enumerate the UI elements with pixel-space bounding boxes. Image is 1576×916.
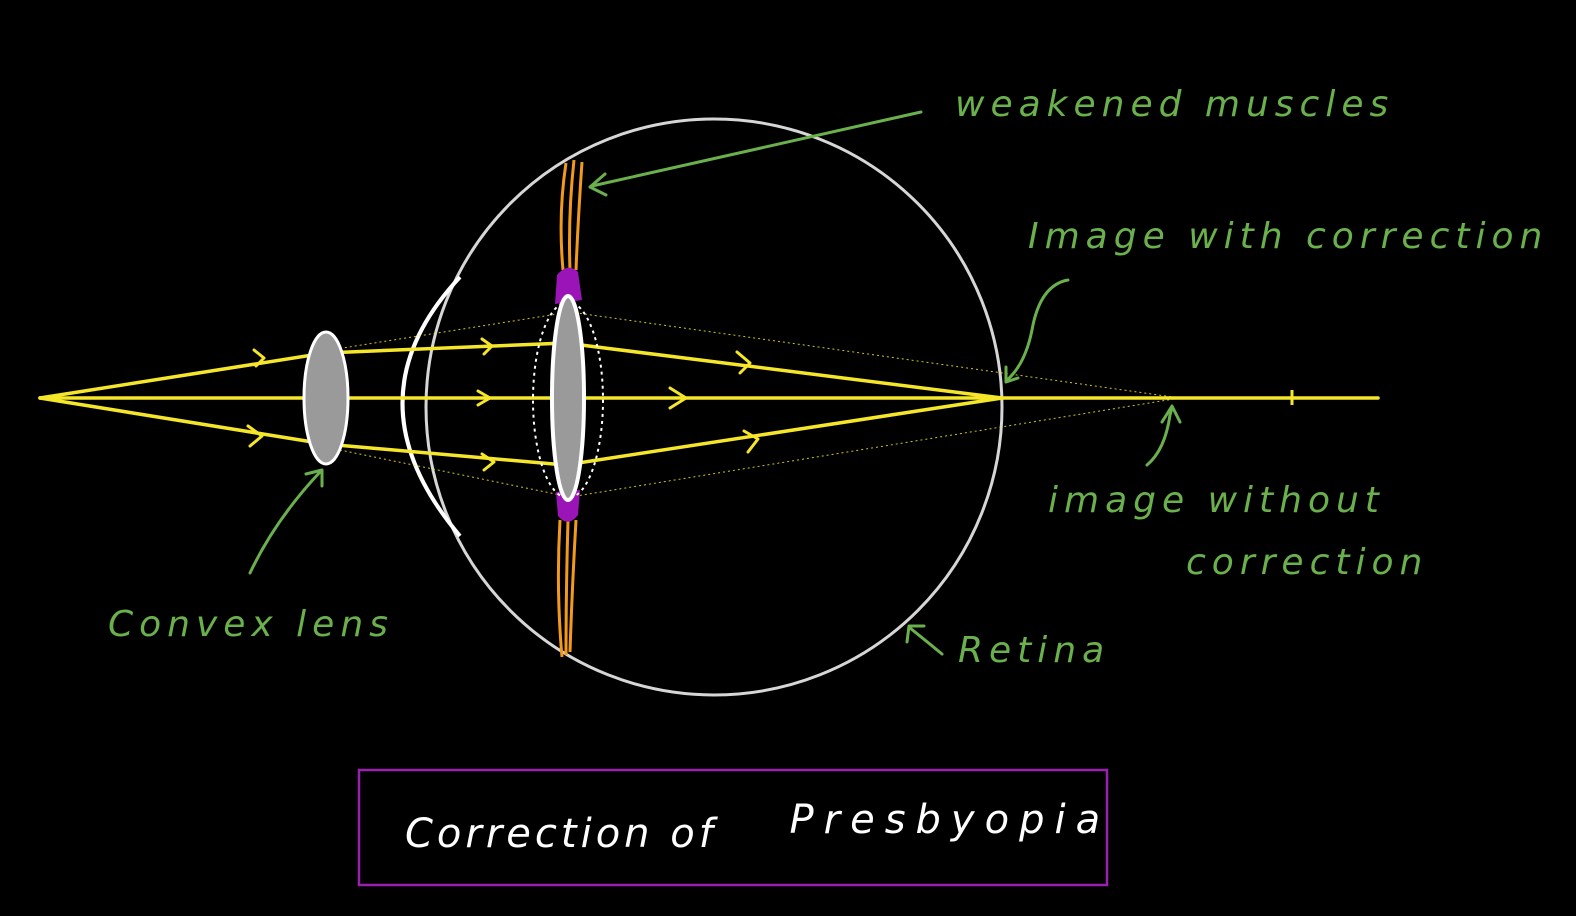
image-with-correction-arrowhead — [1004, 365, 1020, 384]
ray-lower-middle — [323, 442, 567, 467]
weakened-muscles-arrowhead — [588, 172, 608, 197]
cornea — [400, 275, 462, 538]
title-box — [357, 768, 1109, 887]
weakened-muscles-pointer — [590, 110, 923, 188]
suspensory-ligament-bottom — [556, 490, 580, 522]
ray-lower-incoming — [38, 396, 327, 446]
image-without-correction-arrowhead — [1160, 404, 1182, 424]
convex-lens-arrowhead — [304, 468, 324, 488]
retina-label: Retina — [958, 630, 1110, 671]
image-without-correction-pointer — [1145, 406, 1174, 467]
ray-lower-refracted — [563, 396, 1004, 467]
convex-lens-pointer — [248, 470, 322, 575]
title-prefix: Correction of — [405, 811, 719, 857]
diagram-title: Correction of Presbyopia — [405, 797, 1110, 857]
image-with-correction-pointer — [1004, 278, 1070, 383]
annotation-pointers — [248, 110, 1182, 656]
title-subject: Presbyopia — [790, 797, 1111, 843]
eyeball-outline — [424, 117, 1004, 697]
retina-arrowhead — [905, 624, 926, 644]
retina-pointer — [908, 626, 944, 656]
image-without-correction-label-line2: correction — [1186, 542, 1428, 583]
ray-upper-refracted — [563, 341, 1004, 400]
image-with-correction-label: Image with correction — [1028, 216, 1548, 257]
light-rays — [38, 341, 1380, 467]
ray-upper-middle — [323, 341, 567, 355]
uncorrected-dotted-rays — [329, 311, 1181, 498]
ray-upper-incoming — [38, 351, 327, 400]
ciliary-muscles — [556, 159, 584, 658]
ray-arrowheads — [246, 337, 760, 472]
image-without-correction-label-line1: image without — [1048, 480, 1385, 521]
convex-lens — [302, 330, 350, 466]
convex-lens-label: Convex lens — [108, 604, 394, 645]
eye-lens — [550, 294, 586, 502]
weakened-muscles-label: weakened muscles — [955, 84, 1394, 125]
suspensory-ligament-top — [555, 267, 582, 304]
